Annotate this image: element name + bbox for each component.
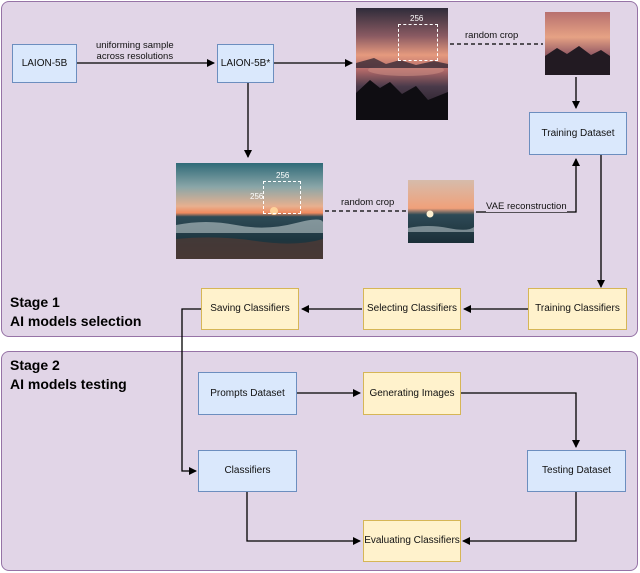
stage1-title: Stage 1 AI models selection [10,293,141,331]
arrow-classifiers-to-evaluating [246,492,361,545]
edge-label-uniform-sample-line2: across resolutions [96,51,174,63]
edge-label-vae-reconstruction: VAE reconstruction [486,201,567,213]
node-selecting-classifiers[interactable]: Selecting Classifiers [363,288,461,330]
node-classifiers[interactable]: Classifiers [198,450,297,492]
node-saving-classifiers[interactable]: Saving Classifiers [201,288,299,330]
stage1-title-line2: AI models selection [10,312,142,329]
node-evaluating-classifiers[interactable]: Evaluating Classifiers [363,520,461,562]
stage1-title-line1: Stage 1 [10,294,60,310]
sample-image-tall-sunset [356,8,448,120]
arrow-generating-to-testing [461,392,580,448]
edge-label-uniform-sample: uniforming sample across resolutions [96,40,174,63]
stage2-title-line2: AI models testing [10,375,127,392]
node-prompts-dataset[interactable]: Prompts Dataset [198,372,297,415]
crop-box-top [398,24,438,61]
arrow-saving-to-classifiers [181,308,201,475]
sample-image-wide-sea [176,163,323,259]
edge-label-random-crop-bottom: random crop [341,197,395,208]
crop-size-top-width: 256 [410,14,424,23]
stage2-title-line1: Stage 2 [10,357,60,373]
node-laion-5b-star[interactable]: LAION-5B* [217,44,274,83]
node-testing-dataset[interactable]: Testing Dataset [527,450,626,492]
crop-size-bottom-height: 256 [250,192,264,201]
crop-size-bottom-width: 256 [276,171,290,180]
node-training-dataset[interactable]: Training Dataset [529,112,627,155]
crop-box-bottom [263,181,301,214]
node-generating-images[interactable]: Generating Images [363,372,461,415]
arrow-testing-to-evaluating [462,492,577,545]
edge-label-uniform-sample-line1: uniforming sample [96,40,174,51]
node-training-classifiers[interactable]: Training Classifiers [528,288,627,330]
crop-image-top [545,12,610,75]
edge-label-random-crop-top: random crop [465,30,519,41]
crop-image-bottom [408,180,474,243]
stage2-title: Stage 2 AI models testing [10,356,127,394]
node-laion-5b[interactable]: LAION-5B [12,44,77,83]
